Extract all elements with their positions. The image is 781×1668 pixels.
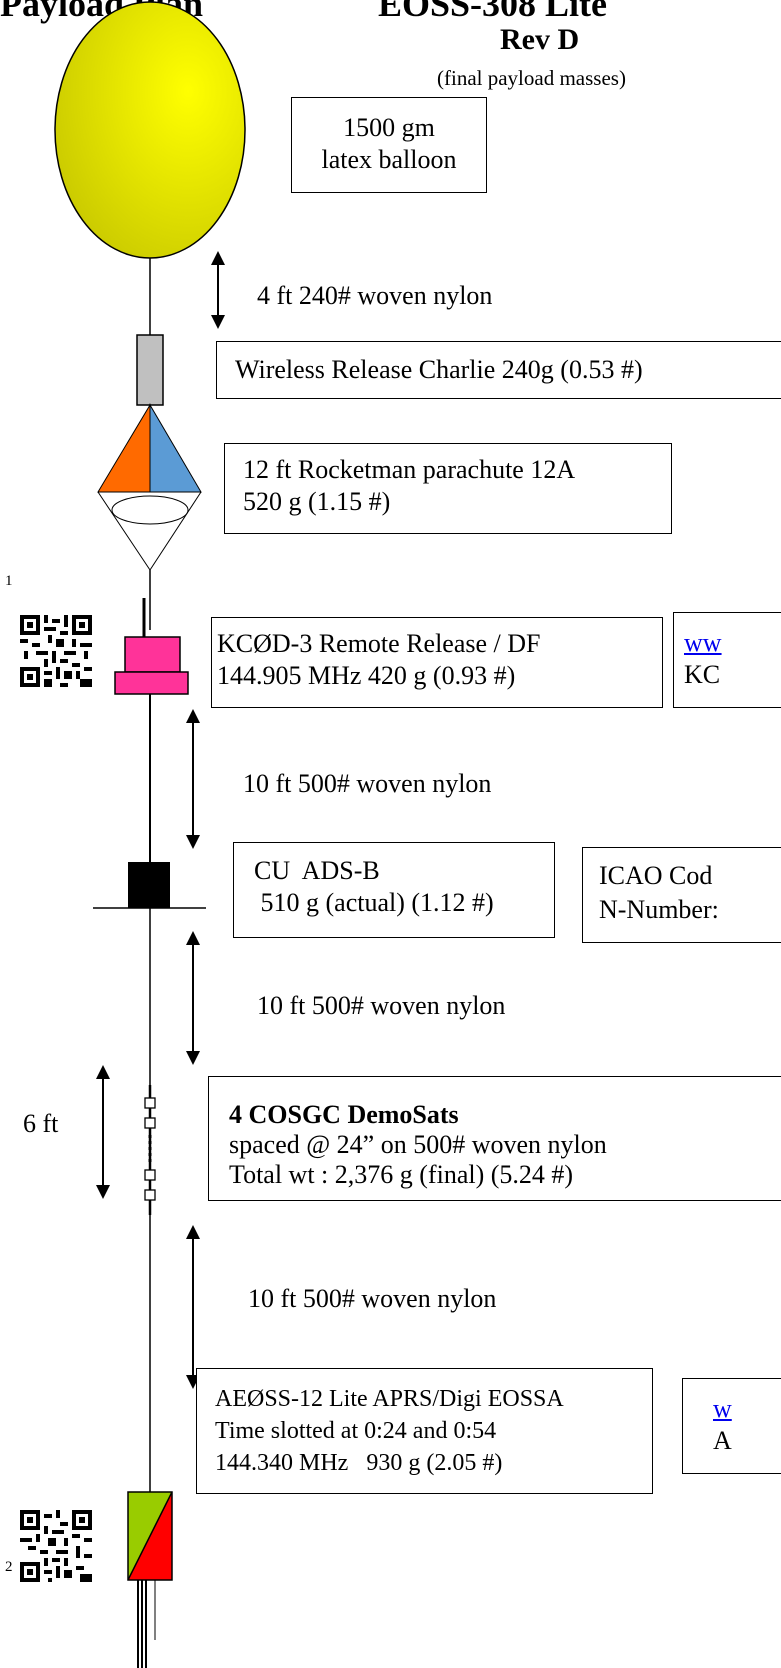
demosats-box: 4 COSGC DemoSats spaced @ 24” on 500# wo… (208, 1076, 781, 1201)
demosat-boxes (144, 1097, 156, 1201)
release-charlie-box: Wireless Release Charlie 240g (0.53 #) (216, 341, 781, 399)
aprs-box: AEØSS-12 Lite APRS/Digi EOSSA Time slott… (196, 1368, 653, 1494)
remote-release-callsign: KC (684, 660, 721, 689)
demosats-line3: Total wt : 2,376 g (final) (5.24 #) (229, 1160, 574, 1189)
balloon-line2: latex balloon (321, 145, 457, 174)
release-charlie-label: Wireless Release Charlie 240g (0.53 #) (235, 355, 643, 384)
aprs-line3: 144.340 MHz 930 g (2.05 #) (215, 1450, 503, 1476)
demosats-line2: spaced @ 24” on 500# woven nylon (229, 1130, 607, 1159)
adsb-box: CU ADS-B 510 g (actual) (1.12 #) (233, 842, 555, 938)
qr-code-icon (20, 1510, 92, 1582)
remote-release-base-shape (114, 671, 189, 695)
icao-line1: ICAO Cod (599, 861, 713, 890)
adsb-shape (128, 862, 170, 908)
revision-note: (final payload masses) (437, 66, 626, 90)
parachute-left-shape (97, 403, 151, 493)
remote-release-line2: 144.905 MHz 420 g (0.93 #) (217, 661, 516, 690)
qr-code-icon (20, 615, 92, 687)
adsb-line2: 510 g (actual) (1.12 #) (254, 888, 494, 917)
adsb-line1: CU ADS-B (254, 856, 380, 885)
parachute-right-shape (149, 403, 202, 493)
aprs-line1: AEØSS-12 Lite APRS/Digi EOSSA (215, 1386, 564, 1412)
revision-label: Rev D (500, 23, 580, 56)
balloon-shape (54, 1, 246, 259)
balloon-label-box: 1500 gm latex balloon (291, 97, 487, 193)
aprs-line2: Time slotted at 0:24 and 0:54 (215, 1418, 497, 1444)
remote-release-box: KCØD-3 Remote Release / DF 144.905 MHz 4… (211, 617, 663, 708)
spacing-label: 6 ft (23, 1109, 59, 1138)
tether4-label: 10 ft 500# woven nylon (248, 1284, 497, 1313)
remote-release-line1: KCØD-3 Remote Release / DF (217, 629, 541, 658)
footnote-1: 1 (5, 573, 13, 589)
aprs-link-box: w A (682, 1378, 781, 1474)
tether2-label: 10 ft 500# woven nylon (243, 769, 492, 798)
demosats-line1: 4 COSGC DemoSats (229, 1100, 459, 1129)
parachute-line2: 520 g (1.15 #) (243, 487, 391, 516)
release-charlie-shape (136, 334, 164, 406)
aprs-callsign: A (713, 1426, 732, 1455)
parachute-line1: 12 ft Rocketman parachute 12A (243, 455, 576, 484)
flight-title: EOSS-308 Lite (378, 0, 608, 24)
remote-release-top-shape (124, 636, 181, 673)
footnote-2: 2 (5, 1559, 13, 1575)
parachute-box: 12 ft Rocketman parachute 12A 520 g (1.1… (224, 443, 672, 534)
balloon-line1: 1500 gm (343, 113, 435, 142)
icao-line2: N-Number: (599, 895, 719, 924)
remote-release-link[interactable]: ww (684, 628, 722, 657)
tether1-label: 4 ft 240# woven nylon (257, 281, 493, 310)
tether3-label: 10 ft 500# woven nylon (257, 991, 506, 1020)
aprs-link[interactable]: w (713, 1394, 732, 1423)
remote-release-link-box: ww KC (673, 612, 781, 708)
icao-box: ICAO Cod N-Number: (582, 847, 781, 943)
